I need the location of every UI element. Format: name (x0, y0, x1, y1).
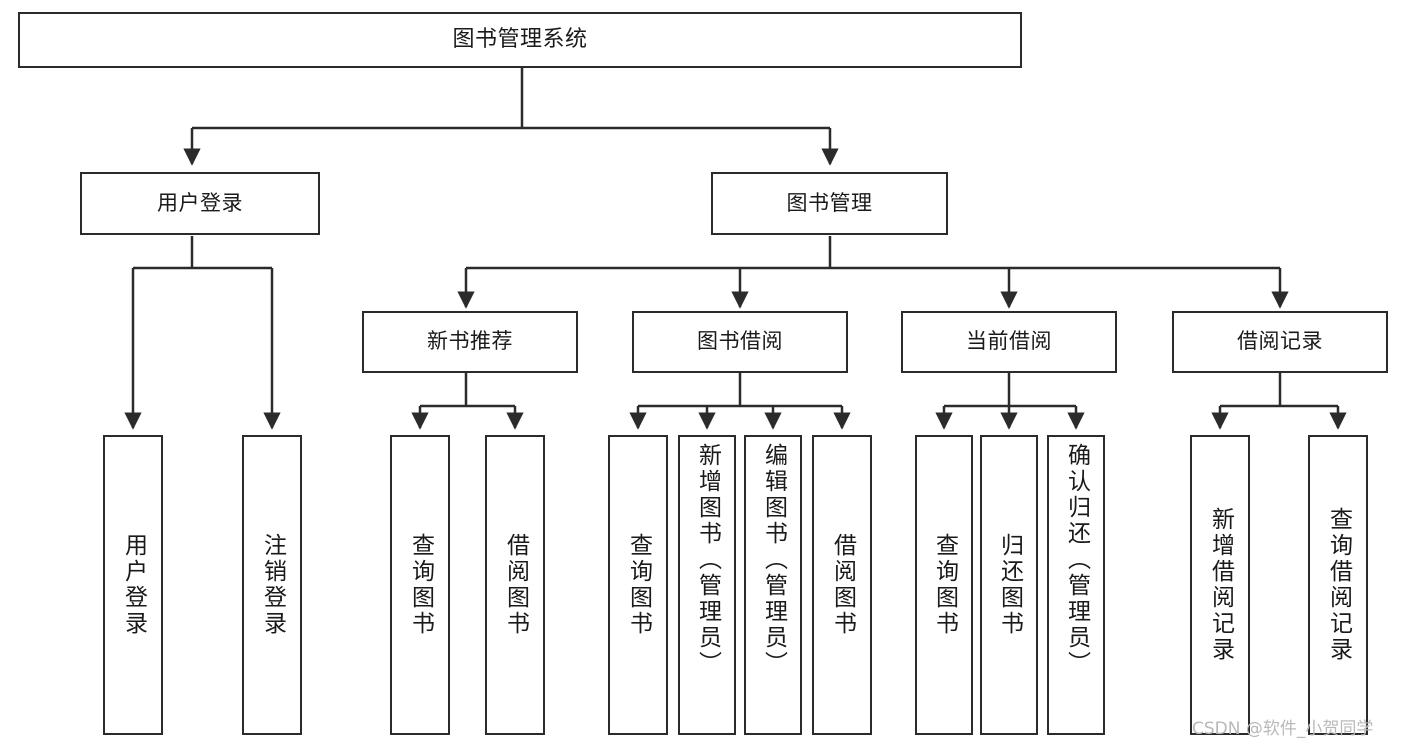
node-label: 图书管理 (786, 190, 873, 215)
node-leaf-confirm-return[interactable]: 确认归还（管理员） (1047, 435, 1105, 735)
node-book-manage[interactable]: 图书管理 (711, 172, 948, 235)
node-leaf-query-record[interactable]: 查询借阅记录 (1308, 435, 1368, 735)
node-label: 注销登录 (259, 533, 286, 637)
node-leaf-query-book-1[interactable]: 查询图书 (390, 435, 450, 735)
node-borrow-record[interactable]: 借阅记录 (1172, 311, 1388, 373)
node-label: 查询图书 (625, 533, 652, 637)
node-label: 确认归还（管理员） (1063, 443, 1090, 677)
node-leaf-logout-login[interactable]: 注销登录 (242, 435, 302, 735)
node-label: 借阅图书 (502, 533, 529, 637)
node-leaf-add-book[interactable]: 新增图书（管理员） (678, 435, 736, 735)
node-label: 新增图书（管理员） (694, 443, 721, 677)
node-leaf-edit-book[interactable]: 编辑图书（管理员） (744, 435, 802, 735)
node-label: 查询借阅记录 (1325, 507, 1352, 663)
node-leaf-borrow-book-1[interactable]: 借阅图书 (485, 435, 545, 735)
node-current-borrow[interactable]: 当前借阅 (901, 311, 1117, 373)
node-label: 当前借阅 (966, 329, 1052, 354)
node-leaf-add-record[interactable]: 新增借阅记录 (1190, 435, 1250, 735)
node-label: 借阅记录 (1237, 329, 1323, 354)
node-root-book-management-system[interactable]: 图书管理系统 (18, 12, 1022, 68)
node-label: 用户登录 (120, 533, 147, 637)
node-label: 借阅图书 (829, 533, 856, 637)
node-label: 查询图书 (407, 533, 434, 637)
node-label: 新书推荐 (427, 329, 513, 354)
node-label: 新增借阅记录 (1207, 507, 1234, 663)
node-label: 编辑图书（管理员） (760, 443, 787, 677)
node-label: 查询图书 (931, 533, 958, 637)
node-leaf-user-login[interactable]: 用户登录 (103, 435, 163, 735)
node-new-book-recommend[interactable]: 新书推荐 (362, 311, 578, 373)
node-user-login[interactable]: 用户登录 (80, 172, 320, 235)
node-leaf-query-book-3[interactable]: 查询图书 (915, 435, 973, 735)
node-leaf-return-book[interactable]: 归还图书 (980, 435, 1038, 735)
node-book-borrow[interactable]: 图书借阅 (632, 311, 848, 373)
node-leaf-borrow-book-2[interactable]: 借阅图书 (812, 435, 872, 735)
node-label: 用户登录 (157, 190, 243, 215)
node-label: 图书借阅 (697, 329, 783, 354)
node-label: 图书管理系统 (452, 26, 588, 52)
node-label: 归还图书 (996, 533, 1023, 637)
node-leaf-query-book-2[interactable]: 查询图书 (608, 435, 668, 735)
